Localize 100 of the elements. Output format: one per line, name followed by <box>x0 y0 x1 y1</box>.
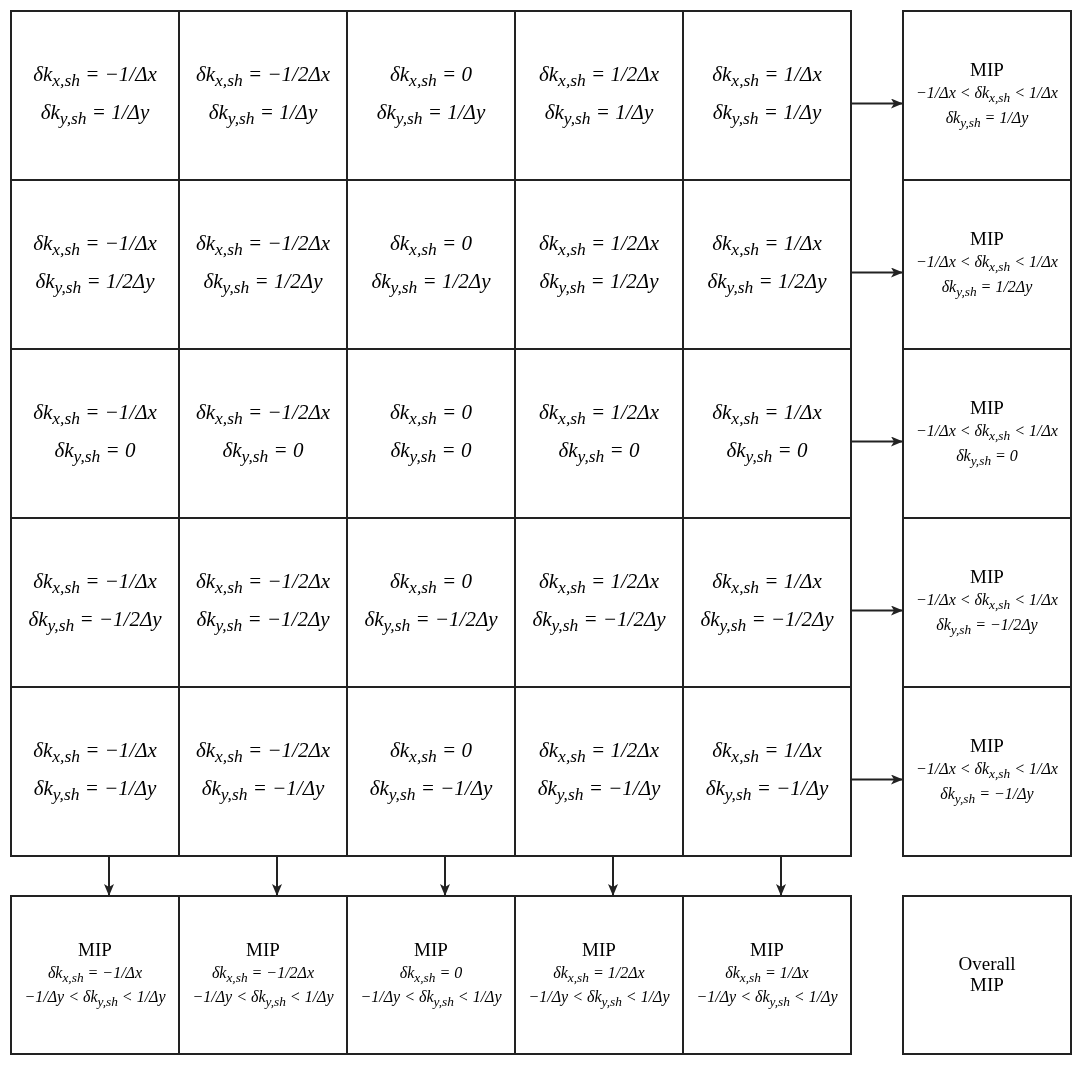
arrow <box>851 774 903 785</box>
cell-heading: MIP <box>78 939 112 961</box>
formula-text: δk$_{x,sh}$ = −1/2Δx <box>195 739 331 767</box>
formula-text: δk$_{y,sh}$ = 1/2Δy <box>707 269 827 297</box>
formula-text: δk$_{x,sh}$ = −1/2Δx <box>211 963 315 986</box>
formula-text: δk$_{x,sh}$ = −1/Δx <box>33 739 157 767</box>
formula-text: δk$_{y,sh}$ = −1/Δy <box>705 776 829 804</box>
arrow <box>851 436 903 447</box>
cell-heading: MIP <box>246 939 280 961</box>
formula-text: δk$_{x,sh}$ = 0 <box>399 963 463 986</box>
formula-text: δk$_{x,sh}$ = −1/Δx <box>47 963 143 986</box>
formula-text: δk$_{x,sh}$ = −1/Δx <box>33 232 157 260</box>
formula-text: δk$_{x,sh}$ = −1/2Δx <box>195 63 331 91</box>
formula-text: δk$_{y,sh}$ = 1/Δy <box>945 108 1029 131</box>
cell-heading: Overall MIP <box>957 954 1017 996</box>
cell-heading: MIP <box>970 736 1004 758</box>
arrow <box>104 856 114 896</box>
arrow <box>440 856 450 896</box>
formula-text: δk$_{x,sh}$ = 0 <box>390 739 472 767</box>
formula-text: δk$_{x,sh}$ = 1/2Δx <box>539 401 659 429</box>
cell-heading: MIP <box>970 60 1004 82</box>
formula-text: δk$_{y,sh}$ = 1/Δy <box>544 100 654 128</box>
formula-text: δk$_{y,sh}$ = −1/Δy <box>33 776 157 804</box>
formula-text: δk$_{y,sh}$ = 0 <box>222 438 304 466</box>
formula-text: δk$_{y,sh}$ = 0 <box>390 438 472 466</box>
formula-text: δk$_{x,sh}$ = 0 <box>390 570 472 598</box>
cell-heading: MIP <box>970 229 1004 251</box>
formula-text: δk$_{x,sh}$ = 1/2Δx <box>539 63 659 91</box>
formula-text: δk$_{y,sh}$ = −1/2Δy <box>936 615 1038 638</box>
cell-heading: MIP <box>970 567 1004 589</box>
formula-text: δk$_{y,sh}$ = −1/Δy <box>537 776 661 804</box>
formula-text: δk$_{x,sh}$ = 0 <box>390 232 472 260</box>
cell-heading: MIP <box>582 939 616 961</box>
formula-text: δk$_{x,sh}$ = 1/Δx <box>725 963 809 986</box>
formula-text: δk$_{x,sh}$ = 1/Δx <box>712 570 822 598</box>
formula-text: δk$_{x,sh}$ = −1/Δx <box>33 401 157 429</box>
formula-text: δk$_{x,sh}$ = −1/Δx <box>33 570 157 598</box>
grid-cell <box>178 895 348 1055</box>
formula-text: δk$_{y,sh}$ = 1/Δy <box>712 100 822 128</box>
formula-text: δk$_{y,sh}$ = 1/2Δy <box>203 269 323 297</box>
grid-cell <box>10 895 180 1055</box>
formula-text: −1/Δx < δk$_{x,sh}$ < 1/Δx <box>916 84 1058 106</box>
grid-cell <box>346 895 516 1055</box>
formula-text: −1/Δy < δk$_{y,sh}$ < 1/Δy <box>24 988 166 1011</box>
grid-cell <box>682 10 852 181</box>
grid-cell <box>682 895 852 1055</box>
formula-text: δk$_{y,sh}$ = 1/Δy <box>208 100 318 128</box>
formula-text: δk$_{y,sh}$ = 1/2Δy <box>539 269 659 297</box>
grid-cell <box>902 10 1072 181</box>
formula-text: δk$_{x,sh}$ = 1/2Δx <box>539 570 659 598</box>
formula-text: δk$_{y,sh}$ = 1/2Δy <box>941 277 1033 300</box>
formula-text: −1/Δy < δk$_{y,sh}$ < 1/Δy <box>528 988 670 1011</box>
grid-cell <box>514 895 684 1055</box>
grid-cell <box>902 517 1072 688</box>
cell-heading: MIP <box>750 939 784 961</box>
formula-text: δk$_{y,sh}$ = −1/Δy <box>940 784 1034 807</box>
formula-text: δk$_{x,sh}$ = −1/2Δx <box>195 401 331 429</box>
cell-heading: MIP <box>414 939 448 961</box>
formula-text: δk$_{y,sh}$ = 1/2Δy <box>35 269 155 297</box>
formula-text: δk$_{x,sh}$ = 1/Δx <box>712 739 822 767</box>
grid-cell <box>902 686 1072 857</box>
formula-text: δk$_{x,sh}$ = 1/Δx <box>712 232 822 260</box>
formula-text: δk$_{x,sh}$ = 1/2Δx <box>539 739 659 767</box>
formula-text: δk$_{y,sh}$ = −1/2Δy <box>700 607 834 635</box>
formula-text: δk$_{x,sh}$ = 1/2Δx <box>553 963 645 986</box>
formula-text: δk$_{y,sh}$ = 1/Δy <box>40 100 150 128</box>
formula-text: δk$_{y,sh}$ = −1/Δy <box>369 776 493 804</box>
formula-text: δk$_{y,sh}$ = −1/2Δy <box>196 607 330 635</box>
formula-text: δk$_{x,sh}$ = 1/Δx <box>712 401 822 429</box>
formula-text: δk$_{y,sh}$ = 0 <box>956 446 1018 469</box>
grid-cell <box>10 686 180 857</box>
formula-text: δk$_{y,sh}$ = 0 <box>54 438 136 466</box>
cell-heading: MIP <box>970 398 1004 420</box>
grid-cell <box>682 686 852 857</box>
formula-text: δk$_{y,sh}$ = 0 <box>726 438 808 466</box>
formula-text: −1/Δx < δk$_{x,sh}$ < 1/Δx <box>916 253 1058 275</box>
formula-text: −1/Δx < δk$_{x,sh}$ < 1/Δx <box>916 591 1058 613</box>
grid-cell <box>902 348 1072 519</box>
formula-text: −1/Δx < δk$_{x,sh}$ < 1/Δx <box>916 760 1058 782</box>
formula-text: δk$_{y,sh}$ = 1/2Δy <box>371 269 491 297</box>
arrow <box>851 605 903 616</box>
formula-text: δk$_{x,sh}$ = 0 <box>390 401 472 429</box>
formula-text: δk$_{x,sh}$ = 1/Δx <box>712 63 822 91</box>
formula-text: −1/Δy < δk$_{y,sh}$ < 1/Δy <box>192 988 334 1011</box>
arrow <box>851 98 903 109</box>
formula-text: −1/Δy < δk$_{y,sh}$ < 1/Δy <box>360 988 502 1011</box>
formula-text: −1/Δy < δk$_{y,sh}$ < 1/Δy <box>696 988 838 1011</box>
formula-text: δk$_{y,sh}$ = −1/Δy <box>201 776 325 804</box>
formula-text: δk$_{x,sh}$ = 0 <box>390 63 472 91</box>
arrow <box>272 856 282 896</box>
grid-cell <box>902 895 1072 1055</box>
formula-text: δk$_{y,sh}$ = 0 <box>558 438 640 466</box>
arrow <box>608 856 618 896</box>
formula-text: δk$_{x,sh}$ = −1/Δx <box>33 63 157 91</box>
arrow <box>776 856 786 896</box>
grid-cell <box>902 179 1072 350</box>
formula-text: δk$_{y,sh}$ = −1/2Δy <box>28 607 162 635</box>
formula-text: δk$_{x,sh}$ = −1/2Δx <box>195 570 331 598</box>
formula-text: δk$_{y,sh}$ = 1/Δy <box>376 100 486 128</box>
grid-cell <box>10 10 180 181</box>
